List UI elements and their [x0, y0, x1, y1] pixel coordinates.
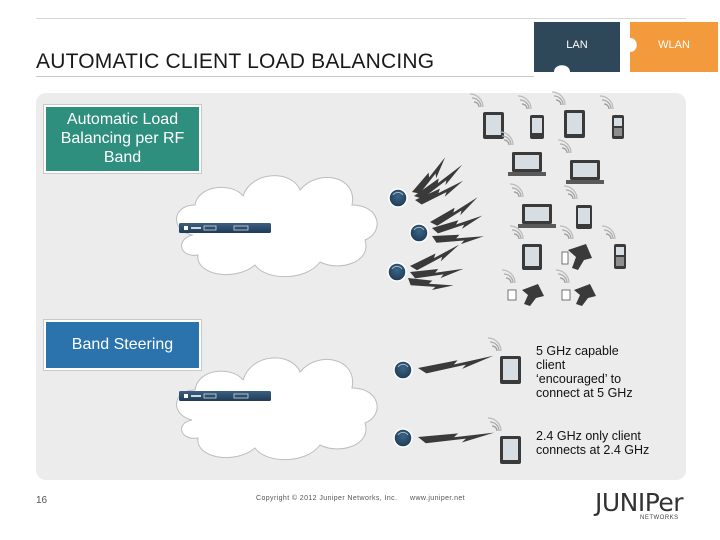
note-line: ‘encouraged’ to: [536, 372, 622, 386]
lan-label: LAN: [566, 39, 588, 51]
note-line: 5 GHz capable: [536, 344, 619, 358]
laptop-icon: [509, 183, 556, 228]
wlan-controller-icon: [179, 223, 271, 233]
wlan-controller-icon: [179, 391, 271, 401]
page-title: AUTOMATIC CLIENT LOAD BALANCING: [36, 50, 435, 73]
access-point-icon: [393, 360, 413, 380]
network-cloud-icon: [176, 175, 378, 278]
tablet-icon: [509, 225, 542, 270]
two-ghz-note: 2.4 GHz only client connects at 2.4 GHz: [536, 429, 686, 457]
barcode-scanner-icon: [559, 225, 592, 270]
radio-link-icon: [408, 244, 463, 272]
note-line: connects at 2.4 GHz: [536, 443, 650, 457]
automatic-load-balancing-box: Automatic Load Balancing per RF Band: [44, 105, 201, 173]
barcode-scanner-icon: [501, 269, 544, 306]
phone-icon: [601, 225, 626, 269]
title-rule: [36, 76, 534, 77]
network-cloud-icon: [176, 357, 378, 461]
laptop-icon: [499, 131, 546, 176]
radio-link-icon: [417, 430, 495, 446]
note-line: connect at 5 GHz: [536, 386, 633, 400]
note-line: client: [536, 358, 566, 372]
access-point-icon: [393, 428, 413, 448]
box-label-line: Balancing per RF: [60, 130, 185, 147]
wlan-label: WLAN: [658, 39, 690, 51]
laptop-icon: [557, 139, 604, 184]
juniper-logo: JUNIPer: [595, 488, 684, 517]
box-label-line: Band Steering: [71, 336, 174, 353]
five-ghz-note: 5 GHz capable client ‘encouraged’ to con…: [536, 344, 676, 400]
phone-icon: [563, 185, 592, 229]
wlan-puzzle-piece: WLAN: [630, 22, 718, 72]
phone-icon: [517, 95, 544, 139]
puzzle-icon: [534, 22, 627, 72]
radio-link-icon: [417, 355, 495, 374]
juniper-logo-subtitle: NETWORKS: [640, 515, 679, 521]
tablet-icon: [551, 91, 585, 138]
access-point-icon: [388, 188, 408, 208]
puzzle-icon: [630, 22, 718, 72]
tablet-icon: [487, 417, 521, 464]
band-steering-box: Band Steering: [44, 320, 201, 370]
access-point-icon: [387, 262, 407, 282]
access-point-icon: [409, 223, 429, 243]
tablet-icon: [469, 93, 504, 139]
footer-url: www.juniper.net: [410, 495, 466, 502]
top-rule: [36, 18, 686, 19]
box-label-line: Automatic Load: [66, 111, 179, 128]
phone-icon: [599, 95, 624, 139]
copyright-text: Copyright © 2012 Juniper Networks, Inc.: [256, 495, 398, 502]
tablet-icon: [487, 337, 521, 384]
lan-puzzle-piece: LAN: [534, 22, 627, 72]
box-label-line: Band: [103, 149, 142, 166]
page-number: 16: [36, 495, 48, 506]
barcode-scanner-icon: [555, 269, 596, 306]
note-line: 2.4 GHz only client: [536, 429, 641, 443]
